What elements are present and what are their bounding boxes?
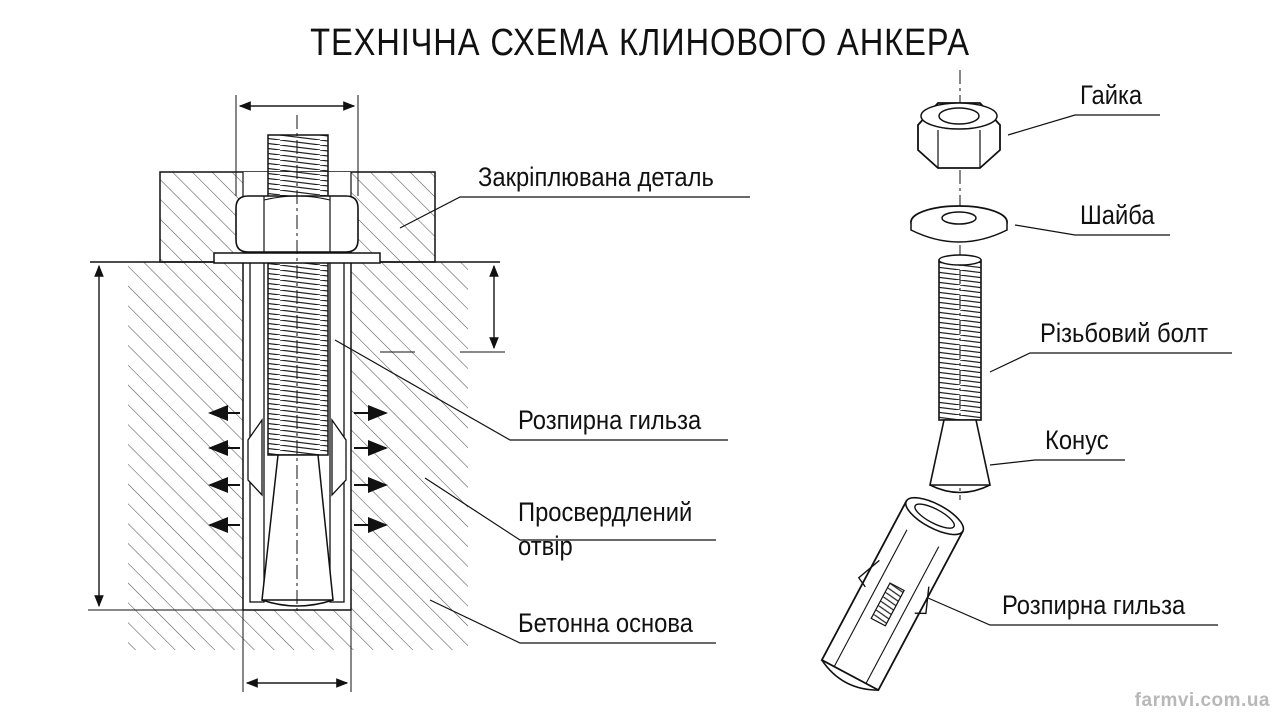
- label-drilled-hole-line1: Просвердлений: [518, 497, 693, 527]
- threaded-bolt-shape: [938, 259, 982, 421]
- label-expansion-sleeve-right: Розпирна гильза: [1002, 590, 1186, 620]
- label-concrete-base: Бетонна основа: [518, 608, 693, 638]
- label-fixed-part: Закріплювана деталь: [478, 162, 714, 192]
- diagram-title: ТЕХНІЧНА СХЕМА КЛИНОВОГО АНКЕРА: [310, 22, 970, 64]
- label-cone: Конус: [1045, 425, 1109, 455]
- cross-section: [88, 95, 750, 692]
- washer-shape: [910, 205, 1008, 243]
- label-nut: Гайка: [1080, 80, 1143, 110]
- label-washer: Шайба: [1080, 200, 1155, 230]
- watermark: farmvi.com.ua: [1134, 690, 1270, 711]
- nut-shape: [917, 102, 1001, 169]
- exploded-view: [820, 70, 1232, 692]
- label-threaded-bolt: Різьбовий болт: [1040, 318, 1209, 348]
- expansion-sleeve-shape: [820, 496, 965, 692]
- cone-shape: [929, 419, 991, 486]
- label-expansion-sleeve-left: Розпирна гильза: [518, 405, 702, 435]
- label-drilled-hole-line2: отвір: [518, 531, 573, 561]
